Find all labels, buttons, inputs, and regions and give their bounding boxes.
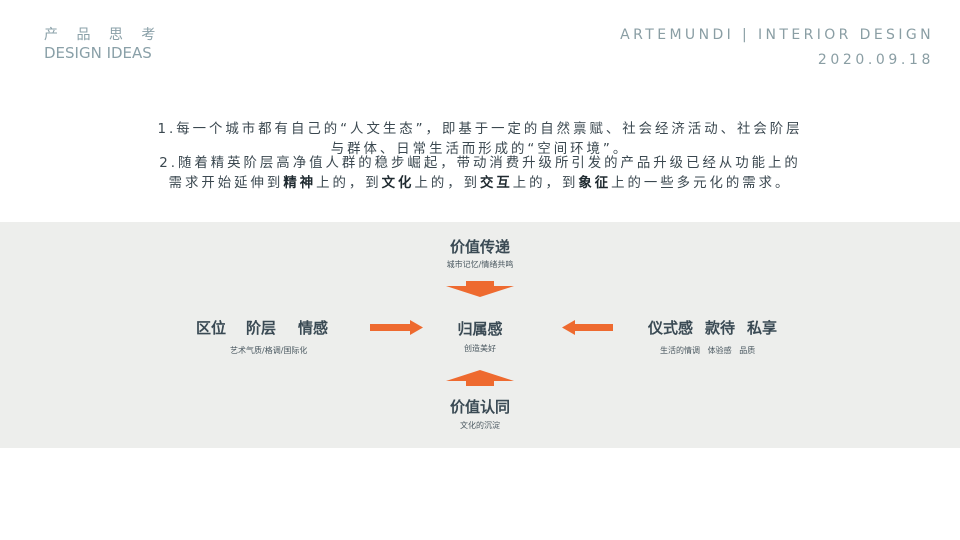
- diagram-band: [0, 222, 960, 448]
- text-segment: 上的，到: [316, 176, 382, 191]
- paragraph-1-line-1: 1.每一个城市都有自己的“人文生态”，即基于一定的自然禀赋、社会经济活动、社会阶…: [157, 122, 803, 137]
- up-arrow-icon: [446, 370, 514, 381]
- right-keyword: 款待: [705, 319, 736, 337]
- emphasis-spirit: 精神: [283, 176, 317, 191]
- left-node-subtitle: 艺术气质/格调/国际化: [230, 346, 308, 355]
- right-node-subtitle: 生活的情调 体验感 品质: [660, 346, 756, 355]
- center-node-title: 归属感: [457, 320, 503, 338]
- right-arrow-icon: [410, 320, 423, 335]
- right-node-keywords: 仪式感款待私享: [648, 317, 798, 338]
- paragraph-1: 1.每一个城市都有自己的“人文生态”，即基于一定的自然禀赋、社会经济活动、社会阶…: [80, 120, 880, 160]
- top-node-subtitle: 城市记忆/情绪共鸣: [446, 260, 514, 269]
- up-arrow-bar: [466, 380, 494, 386]
- down-arrow-bar: [466, 281, 494, 287]
- paragraph-2: 2.随着精英阶层高净值人群的稳步崛起，带动消费升级所引发的产品升级已经从功能上的…: [80, 154, 880, 194]
- left-keyword: 区位: [196, 319, 227, 337]
- text-segment: 上的，到: [414, 176, 480, 191]
- right-arrow-bar: [370, 324, 414, 331]
- center-node-subtitle: 创造美好: [464, 344, 496, 353]
- emphasis-interaction: 交互: [480, 176, 513, 191]
- right-keyword: 私享: [747, 319, 778, 337]
- text-segment: 上的，到: [512, 176, 579, 191]
- left-keyword: 情感: [298, 319, 329, 337]
- down-arrow-icon: [446, 286, 514, 297]
- date-label: 2020.09.18: [817, 52, 934, 68]
- brand-name: ARTEMUNDI | INTERIOR DESIGN: [620, 27, 934, 43]
- paragraph-1-line-2: 与群体、日常生活而形成的“空间环境”。: [330, 142, 630, 157]
- left-node-keywords: 区位 阶层 情感: [196, 317, 346, 338]
- emphasis-symbol: 象征: [578, 176, 612, 191]
- paragraph-2-line-1: 2.随着精英阶层高净值人群的稳步崛起，带动消费升级所引发的产品升级已经从功能上的: [159, 156, 801, 171]
- section-title-chinese: 产 品 思 考: [44, 27, 163, 43]
- section-title-english: DESIGN IDEAS: [44, 44, 152, 62]
- bottom-node-title: 价值认同: [449, 398, 510, 416]
- paragraph-2-line-2: 需求开始延伸到精神上的，到文化上的，到交互上的，到象征上的一些多元化的需求。: [80, 174, 880, 194]
- emphasis-culture: 文化: [381, 176, 415, 191]
- left-arrow-icon: [562, 320, 575, 335]
- text-segment: 需求开始延伸到: [168, 176, 284, 191]
- text-segment: 上的一些多元化的需求。: [611, 176, 792, 191]
- left-keyword: 阶层: [246, 319, 277, 337]
- left-arrow-bar: [570, 324, 613, 331]
- bottom-node-subtitle: 文化的沉淀: [460, 421, 500, 430]
- right-keyword: 仪式感: [648, 319, 694, 337]
- top-node-title: 价值传递: [449, 238, 510, 256]
